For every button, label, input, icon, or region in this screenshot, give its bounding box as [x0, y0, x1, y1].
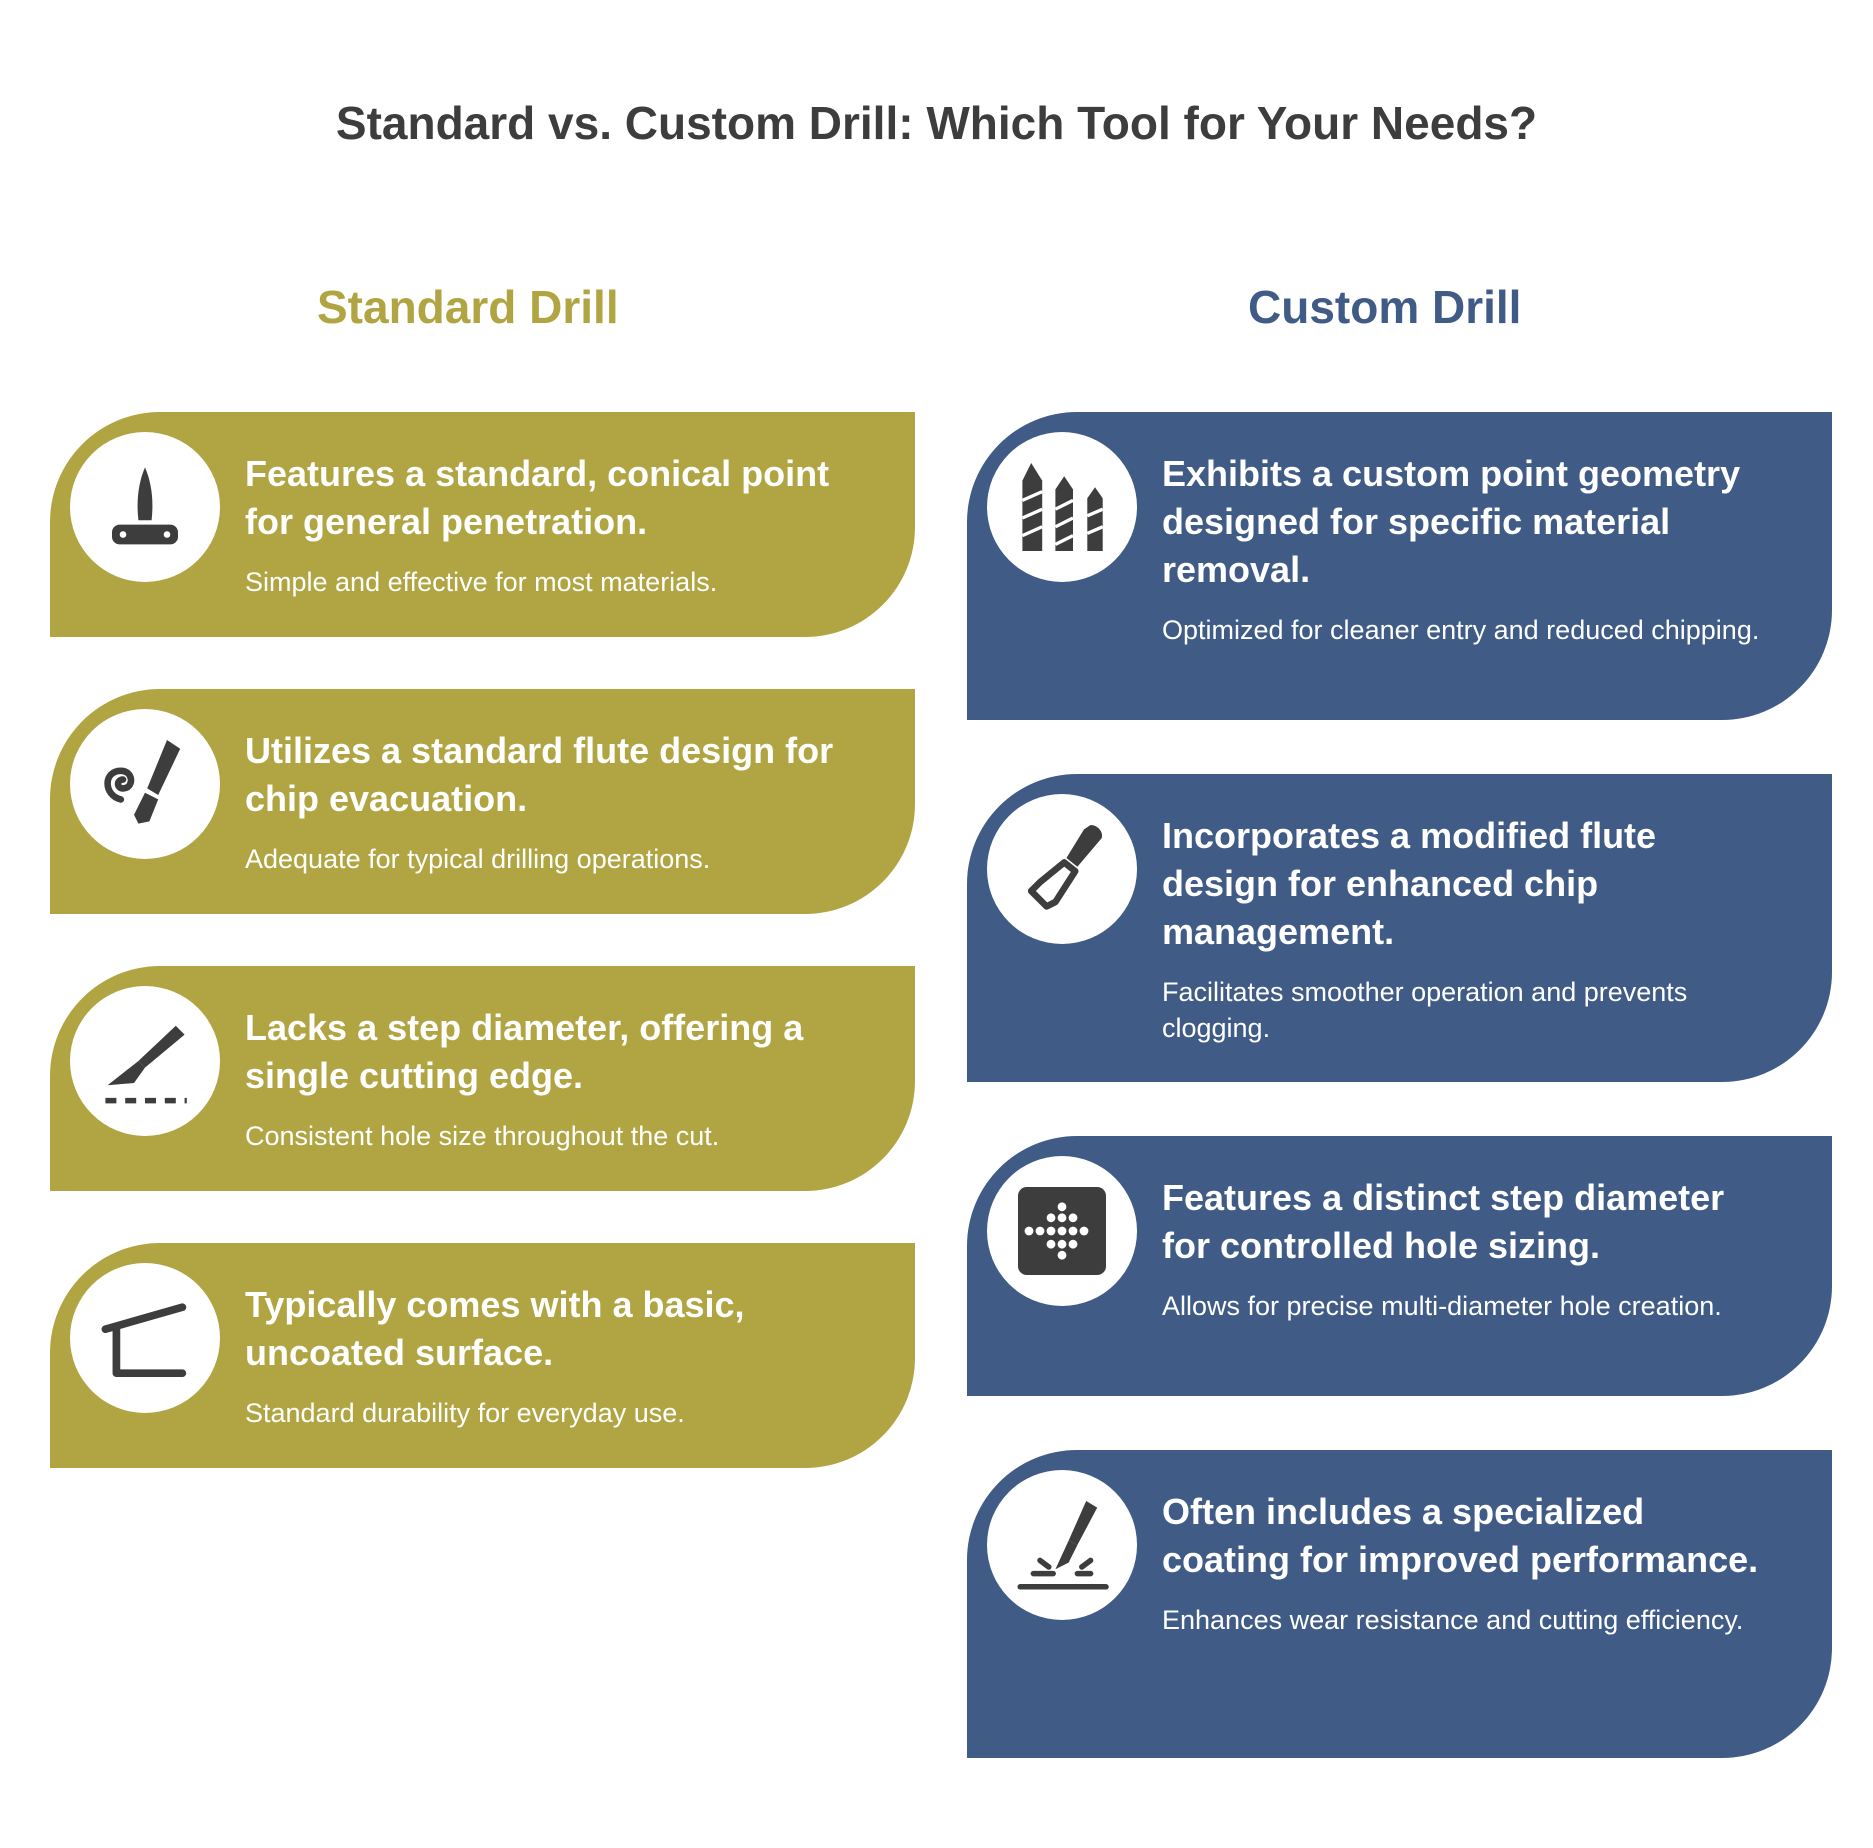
card-heading: Typically comes with a basic, uncoated s… — [245, 1284, 745, 1373]
custom-card-flute: Incorporates a modified flute design for… — [967, 774, 1832, 1082]
card-subtext: Allows for precise multi-diameter hole c… — [1162, 1291, 1722, 1321]
flute-chip-icon — [70, 709, 220, 859]
chisel-icon — [987, 794, 1137, 944]
dot-grid-icon — [987, 1156, 1137, 1306]
custom-card-point: Exhibits a custom point geometry designe… — [967, 412, 1832, 720]
basic-surface-icon — [70, 1263, 220, 1413]
custom-drill-heading: Custom Drill — [1248, 281, 1522, 333]
card-heading: Often includes a specialized coating for… — [1162, 1491, 1759, 1580]
standard-card-point: Features a standard, conical point for g… — [50, 412, 915, 637]
cutting-edge-icon — [70, 986, 220, 1136]
standard-card-step: Lacks a step diameter, offering a single… — [50, 966, 915, 1191]
drill-bits-icon — [987, 432, 1137, 582]
card-heading: Lacks a step diameter, offering a single… — [245, 1007, 804, 1096]
card-heading: Features a distinct step diameter for co… — [1162, 1177, 1725, 1266]
custom-card-step: Features a distinct step diameter for co… — [967, 1136, 1832, 1396]
standard-drill-heading: Standard Drill — [317, 281, 619, 333]
card-subtext: Standard durability for everyday use. — [245, 1398, 685, 1428]
drill-point-icon — [70, 432, 220, 582]
standard-card-surface: Typically comes with a basic, uncoated s… — [50, 1243, 915, 1468]
card-heading: Incorporates a modified flute design for… — [1162, 815, 1657, 952]
page-title: Standard vs. Custom Drill: Which Tool fo… — [335, 97, 1538, 149]
card-subtext: Simple and effective for most materials. — [245, 567, 718, 597]
card-subtext: Optimized for cleaner entry and reduced … — [1162, 615, 1760, 645]
card-subtext: Enhances wear resistance and cutting eff… — [1162, 1605, 1744, 1635]
standard-card-flute: Utilizes a standard flute design for chi… — [50, 689, 915, 914]
card-subtext: Adequate for typical drilling operations… — [245, 844, 711, 874]
card-heading: Features a standard, conical point for g… — [245, 453, 830, 542]
card-heading: Utilizes a standard flute design for chi… — [245, 730, 834, 819]
card-subtext: Consistent hole size throughout the cut. — [245, 1121, 720, 1151]
card-subtext: Facilitates smoother operation and preve… — [1162, 977, 1688, 1043]
custom-card-coating: Often includes a specialized coating for… — [967, 1450, 1832, 1758]
coating-brush-icon — [987, 1470, 1137, 1620]
card-heading: Exhibits a custom point geometry designe… — [1162, 453, 1741, 590]
